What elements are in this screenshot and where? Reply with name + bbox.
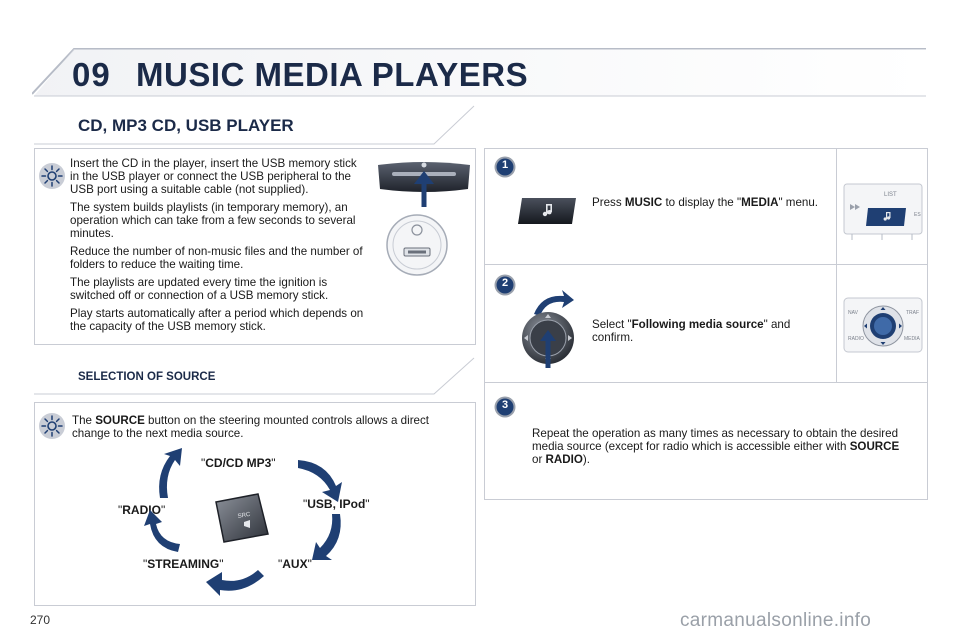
step-badge-1 — [494, 156, 516, 178]
cd-instructions: Insert the CD in the player, insert the … — [70, 157, 366, 338]
cd-section-header — [34, 104, 476, 146]
control-panel-illustration: NAV RADIO TRAF MEDIA — [843, 297, 923, 353]
step-2-text: Select "Following media source" and conf… — [592, 318, 791, 344]
cd-slot-illustration — [378, 162, 470, 207]
step-number-3: 3 — [501, 399, 509, 411]
arrow-cd-to-usb — [298, 460, 342, 502]
step-number-1: 1 — [501, 159, 509, 171]
src-steering-button: SRC — [215, 493, 269, 543]
source-label-streaming: "STREAMING" — [143, 557, 224, 571]
rotate-arrow-icon — [534, 290, 574, 316]
source-cycle-arrows — [144, 448, 342, 596]
step-badge-2 — [494, 274, 516, 296]
arrow-aux-to-streaming — [206, 570, 264, 596]
es-label: ES — [914, 212, 921, 218]
page-number: 270 — [30, 613, 51, 627]
svg-text:TRAF: TRAF — [906, 310, 919, 316]
fast-forward-icon — [850, 204, 860, 210]
chapter-number: 09 — [72, 56, 111, 93]
music-note-icon — [883, 212, 891, 221]
cd-paragraph-2: The system builds playlists (in temporar… — [70, 201, 356, 240]
cd-section-heading: CD, MP3 CD, USB PLAYER — [78, 116, 294, 135]
list-label: LIST — [884, 192, 897, 198]
tip-sun-icon — [39, 413, 65, 439]
cd-paragraph-5: Play starts automatically after a period… — [70, 307, 364, 333]
step-image-divider — [836, 148, 837, 382]
step-3-text: Repeat the operation as many times as ne… — [532, 427, 900, 466]
cd-paragraph-1: Insert the CD in the player, insert the … — [70, 157, 357, 196]
selection-heading: SELECTION OF SOURCE — [78, 371, 216, 383]
watermark: carmanualsonline.info — [680, 610, 872, 631]
step-number-2: 2 — [501, 277, 509, 289]
source-keyword: SOURCE — [95, 414, 145, 427]
svg-text:MEDIA: MEDIA — [904, 336, 921, 342]
src-button-label: SRC — [237, 512, 251, 520]
media-panel-illustration: LIST ES — [843, 183, 923, 240]
source-label-aux: "AUX" — [278, 557, 312, 571]
step-1-text: Press MUSIC to display the "MEDIA" menu. — [592, 196, 819, 209]
selection-intro: The SOURCE button on the steering mounte… — [72, 414, 430, 440]
step-divider — [484, 382, 928, 383]
music-button-illustration — [518, 198, 576, 224]
source-label-cd: "CD/CD MP3" — [201, 456, 276, 470]
svg-text:NAV: NAV — [848, 310, 859, 316]
selection-section-header — [34, 356, 476, 396]
svg-text:RADIO: RADIO — [848, 336, 864, 342]
step-divider — [484, 264, 928, 265]
usb-port-illustration — [386, 214, 448, 276]
cd-paragraph-4: The playlists are updated every time the… — [70, 276, 329, 302]
press-arrow-icon — [540, 330, 556, 341]
arrow-usb-to-aux — [312, 514, 341, 560]
rotary-knob-illustration — [522, 290, 574, 368]
step-badge-3 — [494, 396, 516, 418]
arrow-streaming-to-radio — [144, 510, 180, 552]
cd-paragraph-3: Reduce the number of non-music files and… — [70, 245, 363, 271]
tip-sun-icon — [39, 163, 65, 189]
music-note-icon — [542, 204, 552, 217]
chapter-title: MUSIC MEDIA PLAYERS — [136, 56, 529, 93]
arrow-radio-to-cd — [159, 448, 182, 498]
chapter-banner — [32, 46, 926, 102]
source-label-usb: "USB, IPod" — [303, 497, 370, 511]
